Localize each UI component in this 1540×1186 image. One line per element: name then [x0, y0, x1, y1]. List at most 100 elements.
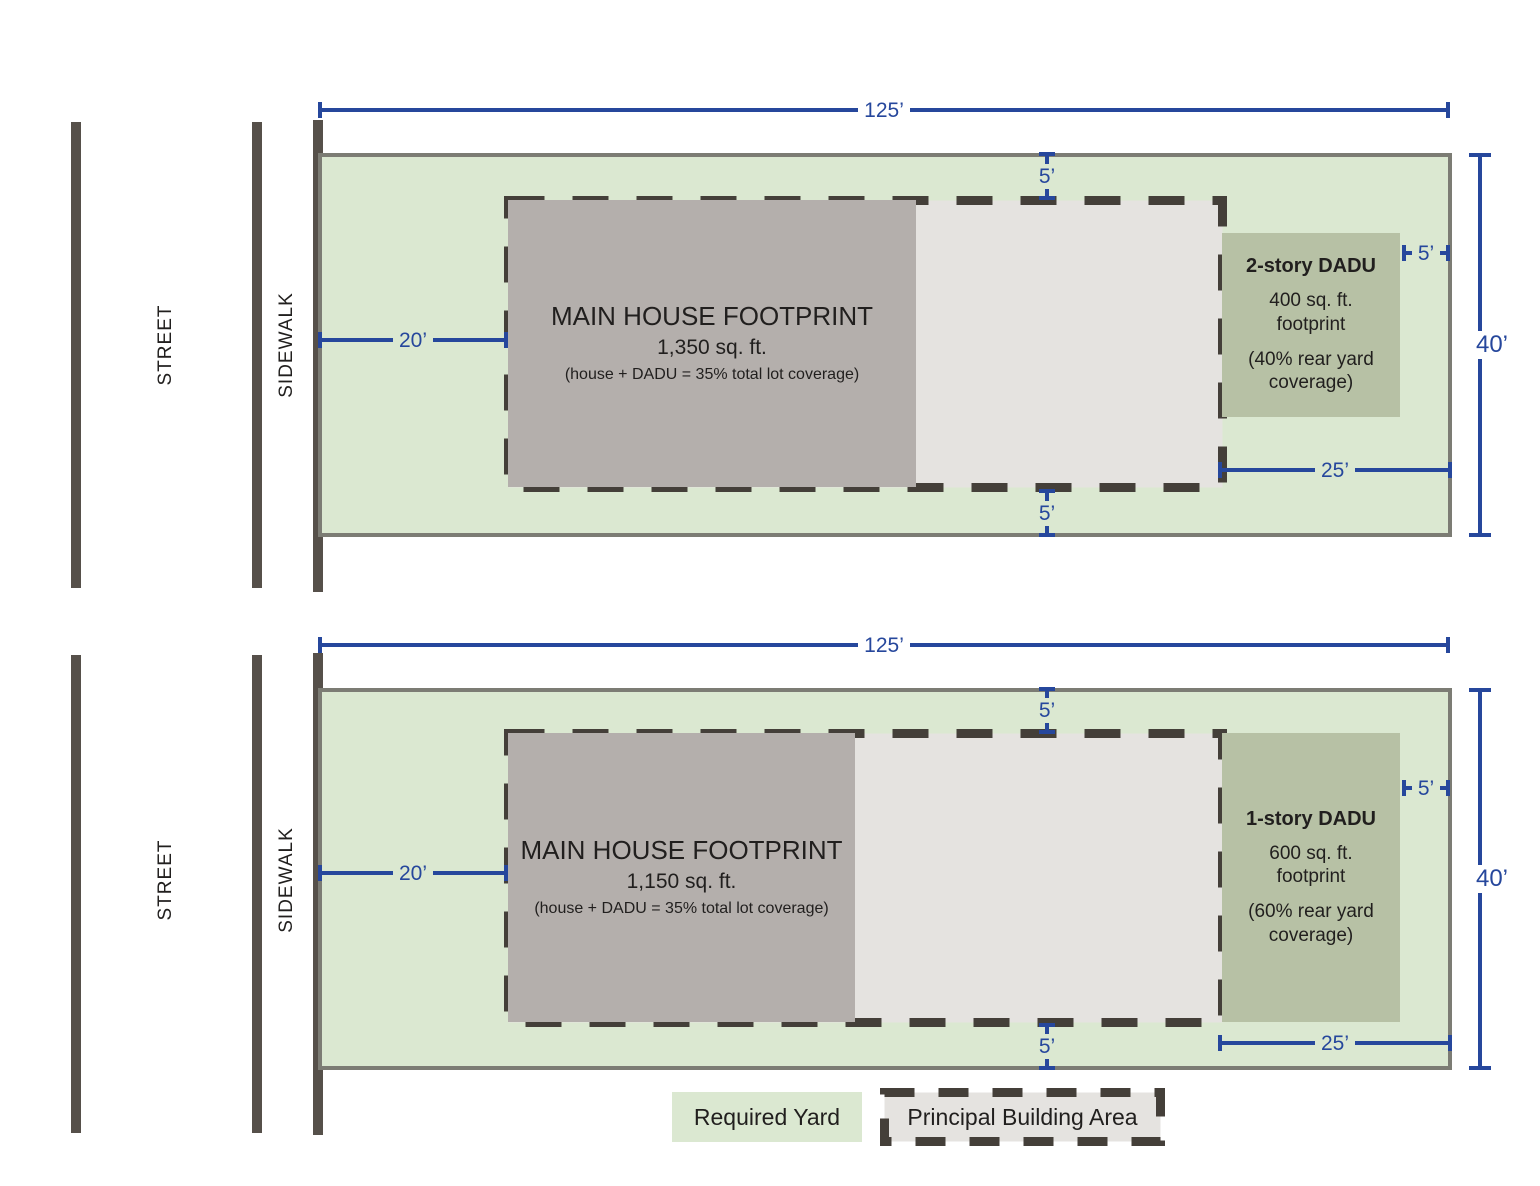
dimension-endcap	[1218, 1035, 1222, 1051]
dadu-footprint: 1-story DADU 600 sq. ft. footprint (60% …	[1222, 733, 1400, 1022]
street-edge-line	[71, 122, 81, 588]
lot-depth-dimension: 40’	[1462, 153, 1508, 537]
legend-required-yard-swatch: Required Yard	[672, 1092, 862, 1142]
dimension-line	[322, 338, 393, 342]
dimension-line	[1478, 157, 1482, 331]
dimension-line	[1045, 493, 1049, 501]
sidewalk-label: SIDEWALK	[272, 810, 302, 950]
dadu-rear-setback-value: 5’	[1417, 776, 1435, 800]
lot-depth-dimension: 40’	[1462, 688, 1508, 1070]
dimension-line	[1045, 156, 1049, 164]
dimension-line	[1045, 1027, 1049, 1034]
dimension-line	[1406, 786, 1412, 790]
legend-principal-building-area-swatch: Principal Building Area	[880, 1088, 1165, 1146]
dimension-line	[1440, 251, 1447, 255]
dimension-line	[1222, 468, 1315, 472]
dimension-line	[1045, 691, 1049, 698]
sidewalk-label-text: SIDEWALK	[276, 827, 297, 933]
dadu-title: 1-story DADU	[1245, 807, 1377, 830]
dimension-endcap	[1218, 462, 1222, 478]
house-area: 1,150 sq. ft.	[626, 870, 737, 894]
dimension-line	[433, 871, 504, 875]
dimension-endcap	[1448, 462, 1452, 478]
sidewalk-edge-line	[252, 655, 262, 1133]
dimension-endcap	[1446, 245, 1451, 261]
dimension-endcap	[318, 637, 322, 653]
rear-yard-value: 25’	[1320, 1031, 1350, 1055]
dimension-endcap	[1446, 637, 1451, 653]
rear-yard-dimension: 25’	[1218, 1031, 1452, 1055]
dimension-line	[1478, 692, 1482, 865]
dimension-endcap	[1469, 688, 1491, 692]
dimension-endcap	[1448, 1035, 1452, 1051]
dimension-endcap	[318, 332, 322, 348]
dimension-endcap	[1039, 152, 1055, 156]
lot-depth-value: 40’	[1475, 865, 1509, 892]
rear-yard-dimension: 25’	[1218, 458, 1452, 482]
dadu-rear-setback-dimension: 5’	[1402, 241, 1451, 265]
south-setback-dimension: 5’	[1039, 1023, 1055, 1070]
dimension-endcap	[1446, 780, 1451, 796]
dimension-endcap	[1039, 1023, 1055, 1027]
main-house-footprint: MAIN HOUSE FOOTPRINT 1,350 sq. ft. (hous…	[508, 200, 916, 487]
dimension-line	[1045, 1059, 1049, 1066]
dadu-area: 600 sq. ft. footprint	[1269, 842, 1353, 888]
dimension-line	[433, 338, 504, 342]
dimension-endcap	[318, 865, 322, 881]
dadu-footprint: 2-story DADU 400 sq. ft. footprint (40% …	[1222, 233, 1400, 417]
house-note: (house + DADU = 35% total lot coverage)	[534, 900, 829, 918]
street-label: STREET	[151, 275, 181, 415]
front-setback-value: 20’	[398, 861, 428, 885]
south-setback-value: 5’	[1038, 501, 1056, 525]
dimension-endcap	[1039, 196, 1055, 200]
dimension-line	[322, 108, 859, 112]
street-edge-line	[71, 655, 81, 1133]
dadu-rear-setback-dimension: 5’	[1402, 776, 1451, 800]
dimension-line	[1045, 188, 1049, 196]
lot-width-dimension: 125’	[318, 100, 1451, 121]
dimension-endcap	[1402, 780, 1406, 796]
front-setback-dimension: 20’	[318, 328, 508, 352]
house-title: MAIN HOUSE FOOTPRINT	[520, 835, 843, 866]
legend-principal-building-area-label: Principal Building Area	[907, 1103, 1138, 1130]
dimension-line	[322, 643, 859, 647]
dadu-rear-setback-value: 5’	[1417, 241, 1435, 265]
dadu-note: (40% rear yard coverage)	[1248, 348, 1374, 394]
sidewalk-label-text: SIDEWALK	[276, 292, 297, 398]
dimension-endcap	[1039, 687, 1055, 691]
dimension-endcap	[1039, 533, 1055, 537]
street-label: STREET	[151, 810, 181, 950]
dimension-endcap	[504, 332, 508, 348]
front-setback-value: 20’	[398, 328, 428, 352]
house-note: (house + DADU = 35% total lot coverage)	[564, 366, 860, 384]
legend-dashed-border	[880, 1088, 1165, 1146]
rear-yard-value: 25’	[1320, 458, 1350, 482]
dadu-note: (60% rear yard coverage)	[1248, 901, 1374, 946]
dimension-line	[322, 871, 393, 875]
house-area: 1,350 sq. ft.	[657, 336, 767, 360]
lot-depth-value: 40’	[1475, 331, 1509, 358]
dimension-endcap	[1469, 153, 1491, 157]
dimension-endcap	[1039, 1066, 1055, 1070]
lot-width-dimension: 125’	[318, 633, 1451, 657]
dimension-line	[1222, 1041, 1315, 1045]
dimension-line	[909, 643, 1447, 647]
dimension-endcap	[504, 865, 508, 881]
legend-required-yard-label: Required Yard	[693, 1103, 841, 1130]
dimension-line	[1355, 468, 1448, 472]
north-setback-value: 5’	[1038, 164, 1056, 188]
lot-width-value: 125’	[864, 633, 904, 657]
dimension-endcap	[1446, 102, 1451, 118]
sidewalk-edge-line	[252, 122, 262, 588]
dimension-endcap	[318, 102, 322, 118]
dimension-line	[1478, 893, 1482, 1066]
house-title: MAIN HOUSE FOOTPRINT	[550, 301, 874, 332]
south-setback-dimension: 5’	[1039, 489, 1055, 537]
dimension-line	[1045, 723, 1049, 730]
dimension-line	[1440, 786, 1447, 790]
north-setback-dimension: 5’	[1039, 687, 1055, 734]
north-setback-dimension: 5’	[1039, 152, 1055, 200]
dimension-line	[1045, 525, 1049, 533]
dimension-line	[1406, 251, 1412, 255]
